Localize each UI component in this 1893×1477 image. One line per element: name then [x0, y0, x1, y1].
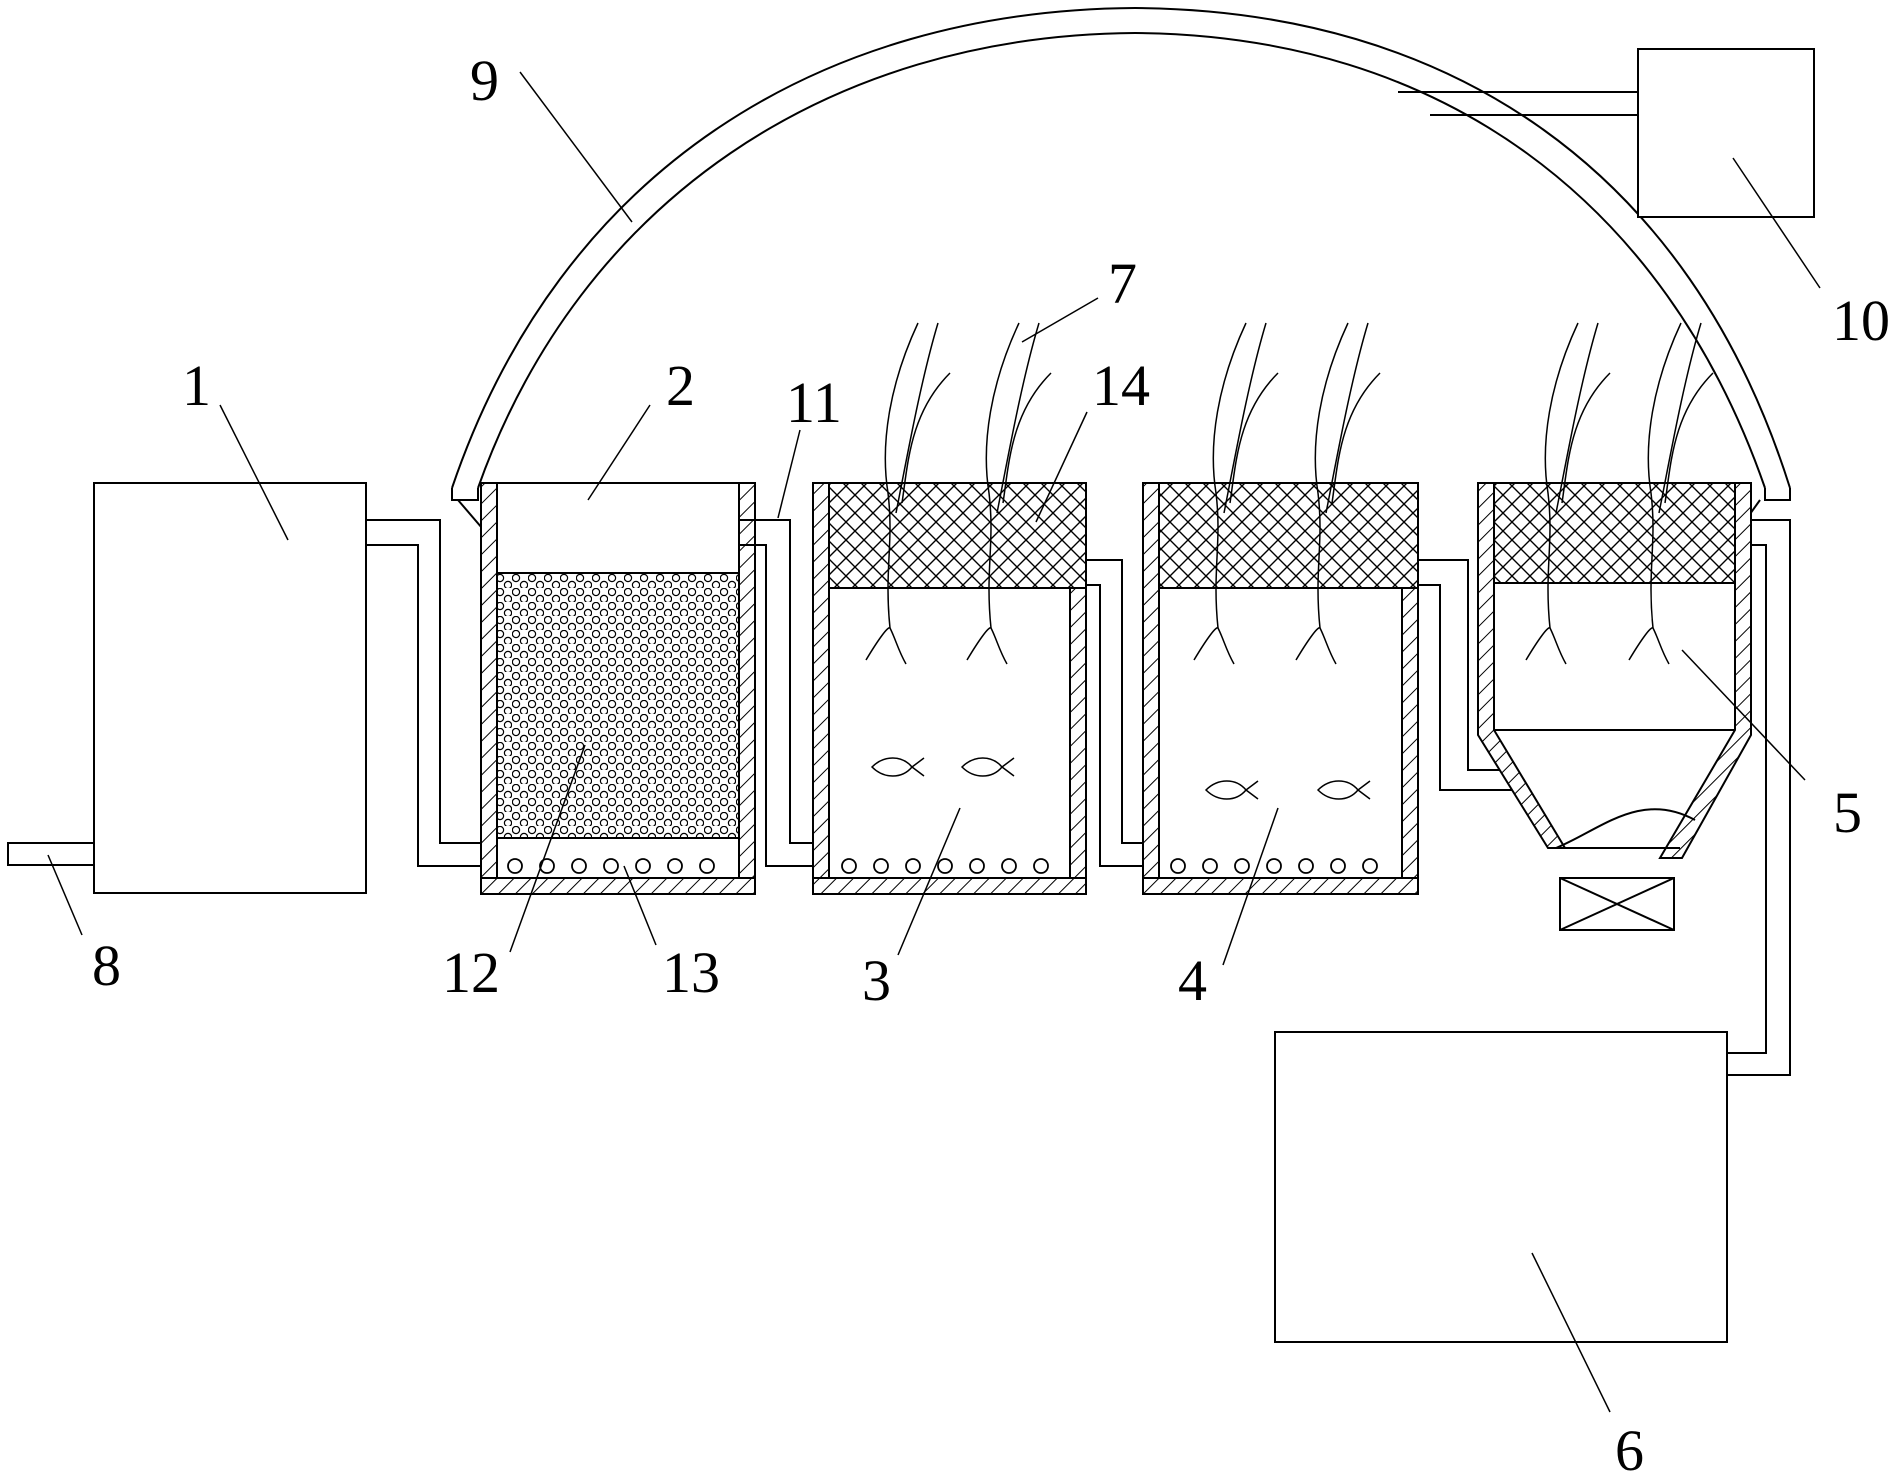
pipe-2-3 — [739, 519, 828, 867]
label-4: 4 — [1178, 948, 1207, 1013]
aeration-hole — [667, 858, 683, 874]
plant — [1525, 322, 1611, 665]
pipe-1-2 — [366, 519, 496, 867]
aeration-hole — [937, 858, 953, 874]
tank-4 — [1142, 482, 1419, 895]
label-5: 5 — [1833, 780, 1862, 845]
aeration-hole — [539, 858, 555, 874]
pipe-4-5 — [1418, 559, 1520, 791]
box-10 — [1398, 48, 1815, 218]
label-2: 2 — [666, 353, 695, 418]
fish-icon — [870, 757, 925, 777]
aeration-hole — [635, 858, 651, 874]
label-3: 3 — [862, 948, 891, 1013]
aeration-hole — [699, 858, 715, 874]
label-9: 9 — [470, 48, 499, 113]
aeration-hole — [905, 858, 921, 874]
aeration-hole — [1001, 858, 1017, 874]
aeration-hole — [873, 858, 889, 874]
plants — [865, 322, 1714, 665]
aeration-hole — [841, 858, 857, 874]
aeration-hole — [1266, 858, 1282, 874]
number-labels: 1 2 3 4 5 6 7 8 9 10 11 12 13 14 — [92, 48, 1890, 1477]
tank-3 — [812, 482, 1087, 895]
plant — [966, 322, 1052, 665]
aeration-hole — [1362, 858, 1378, 874]
tank-1 — [7, 482, 367, 894]
fish-icon — [960, 757, 1015, 777]
label-11: 11 — [786, 370, 842, 435]
aeration-hole — [1202, 858, 1218, 874]
plant — [865, 322, 951, 665]
aeration-hole — [1170, 858, 1186, 874]
label-1: 1 — [182, 353, 211, 418]
label-13: 13 — [662, 940, 720, 1005]
aeration-hole — [969, 858, 985, 874]
tank-2 — [480, 482, 756, 895]
label-7: 7 — [1108, 251, 1137, 316]
tank-5 — [1477, 482, 1752, 931]
plant — [1628, 322, 1714, 665]
aeration-hole — [1330, 858, 1346, 874]
aeration-hole — [507, 858, 523, 874]
label-8: 8 — [92, 933, 121, 998]
aeration-hole — [1298, 858, 1314, 874]
fish-icon — [1204, 780, 1259, 800]
fish — [870, 757, 1371, 800]
label-12: 12 — [442, 940, 500, 1005]
fish-icon — [1316, 780, 1371, 800]
aeration-hole — [571, 858, 587, 874]
leader-lines — [47, 71, 1821, 1413]
plant — [1193, 322, 1279, 665]
aeration-hole — [1033, 858, 1049, 874]
pipe-5-6 — [1727, 519, 1791, 1076]
label-14: 14 — [1092, 353, 1150, 418]
aeration-hole — [603, 858, 619, 874]
plant — [1295, 322, 1381, 665]
aeration-hole — [1234, 858, 1250, 874]
aeration-holes — [507, 858, 1378, 874]
label-10: 10 — [1832, 288, 1890, 353]
label-6: 6 — [1615, 1418, 1644, 1477]
pipe-3-4 — [1086, 559, 1158, 867]
tank-6 — [1274, 1031, 1728, 1343]
